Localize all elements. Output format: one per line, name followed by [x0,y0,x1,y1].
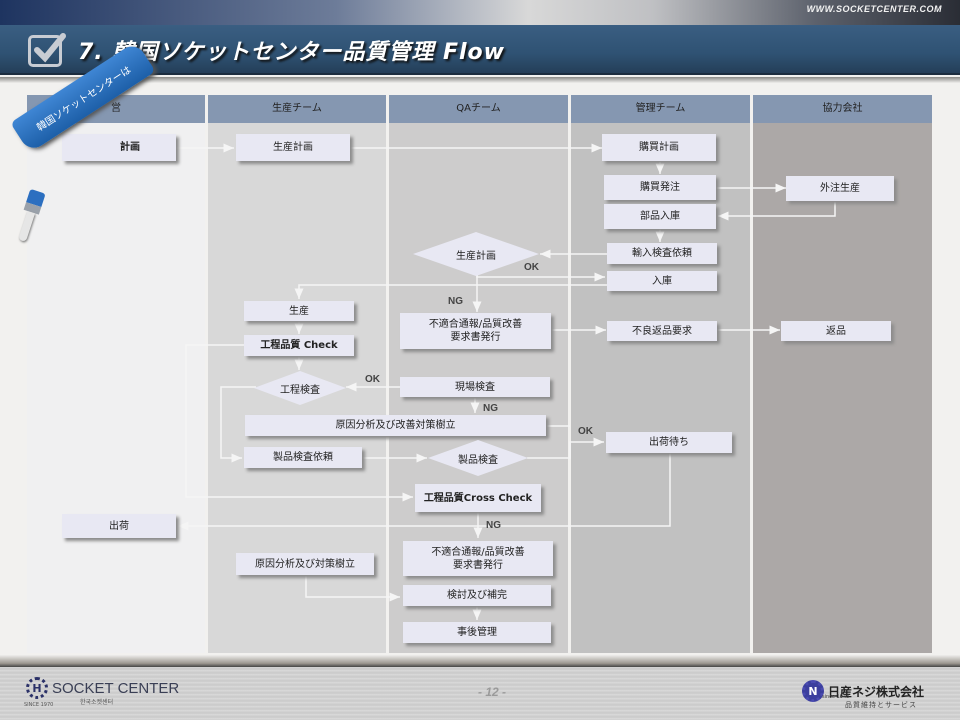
gear-h-icon: H [26,677,48,699]
website-url: WWW.SOCKETCENTER.COM [806,4,942,14]
title-bar-shadow [0,77,960,83]
page-number: - 12 - [478,685,507,699]
lane-header: 管理チーム [571,95,750,123]
node-production[interactable]: 生産 [244,301,354,321]
node-production-plan-decision[interactable]: 生産計画 [413,232,539,276]
node-warehousing[interactable]: 入庫 [607,271,717,291]
node-process-inspection[interactable]: 工程検査 [254,371,346,405]
socket-center-sub: 한국소켓센터 [80,699,114,706]
footer-shadow [0,655,960,667]
node-cross-check[interactable]: 工程品質Cross Check [415,484,541,512]
label-ok-decision: OK [524,262,539,273]
node-purchase-plan[interactable]: 購買計画 [602,134,716,161]
socket-center-logo: H SOCKET CENTER [26,677,179,699]
node-awaiting-shipment[interactable]: 出荷待ち [606,432,732,453]
node-follow-up[interactable]: 事後管理 [403,622,551,643]
node-nc-report-1[interactable]: 不適合通報/品質改善 要求書発行 [400,313,551,349]
gear-n-icon: N [802,680,824,702]
nissan-neji-logo: N 日産ネジ株式会社 [802,680,924,702]
lane-header: QAチーム [389,95,568,123]
label-ng-field: NG [483,403,498,414]
node-parts-receipt[interactable]: 部品入庫 [604,204,716,229]
node-sales-plan[interactable]: 計画 [62,134,176,161]
node-cause-analysis-improvement[interactable]: 原因分析及び改善対策樹立 [245,415,546,436]
label-ng-crosscheck: NG [486,520,501,531]
node-process-quality-check[interactable]: 工程品質 Check [244,335,354,356]
node-purchase-order[interactable]: 購買発注 [604,175,716,200]
node-field-inspection[interactable]: 現場検査 [400,377,550,397]
node-product-inspection[interactable]: 製品検査 [428,440,528,476]
node-review-supplement[interactable]: 検討及び補完 [403,585,551,606]
top-bar: WWW.SOCKETCENTER.COM [0,0,960,25]
socket-center-since: SINCE 1970 [24,702,54,708]
node-product-inspection-request[interactable]: 製品検査依頼 [244,447,362,468]
title-bar [0,25,960,75]
label-ok-field: OK [365,374,380,385]
node-outsourced-production[interactable]: 外注生産 [786,176,894,201]
label-ng-decision: NG [448,296,463,307]
checkbox-icon [28,33,66,67]
node-shipment[interactable]: 出荷 [62,514,176,538]
label-ok-product: OK [578,426,593,437]
lane-sales: 営 [27,95,205,653]
footer [0,667,960,720]
node-production-plan[interactable]: 生産計画 [236,134,350,161]
node-defect-return-request[interactable]: 不良返品要求 [607,321,717,341]
lane-header: 生産チーム [208,95,386,123]
node-import-inspection-request[interactable]: 輸入検査依頼 [607,243,717,264]
lane-header: 協力会社 [753,95,932,123]
node-nc-report-2[interactable]: 不適合通報/品質改善 要求書発行 [403,541,553,576]
node-cause-analysis[interactable]: 原因分析及び対策樹立 [236,553,374,575]
node-return[interactable]: 返品 [781,321,891,341]
nissan-sub: 品質維持とサービス [845,701,917,709]
nissan-since: since 1948 [822,694,850,700]
